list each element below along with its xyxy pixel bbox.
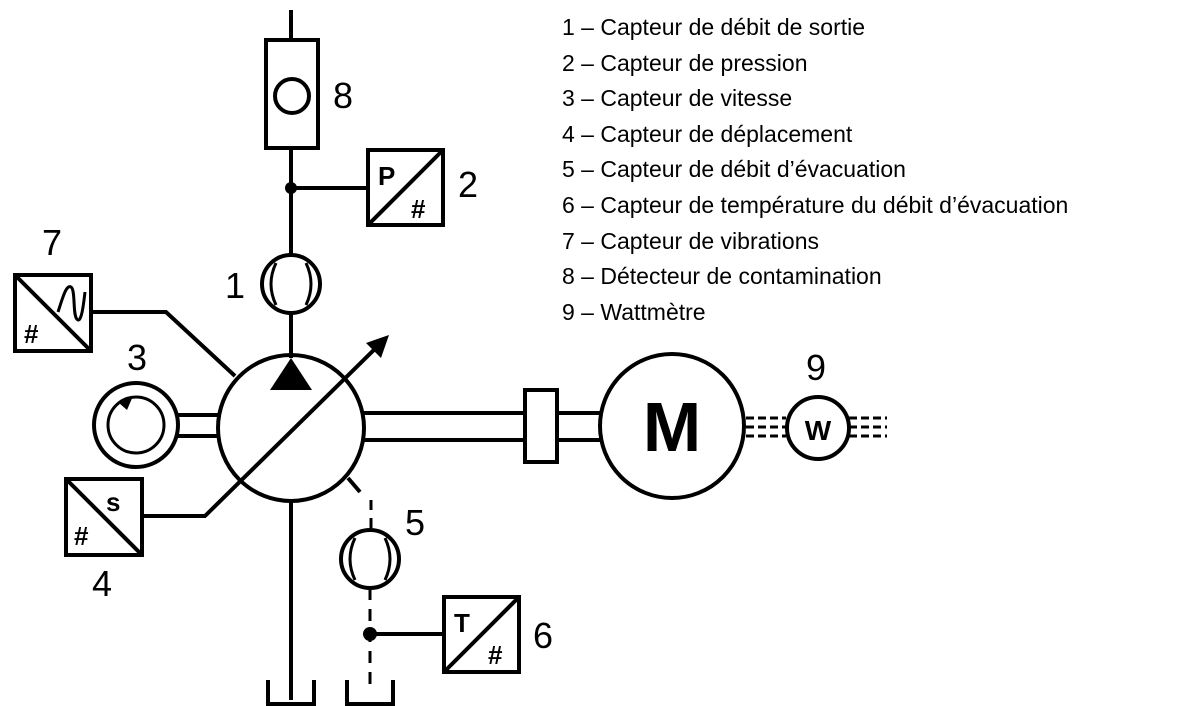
motor-symbol: M bbox=[643, 388, 701, 466]
label-2: 2 bbox=[458, 164, 478, 205]
variable-displacement-pump-icon bbox=[203, 335, 389, 518]
legend-item-2: 2 – Capteur de pression bbox=[562, 49, 808, 76]
drain-port bbox=[346, 476, 362, 494]
temperature-sensor: T # bbox=[442, 595, 521, 674]
label-1: 1 bbox=[225, 265, 245, 306]
legend-item-3: 3 – Capteur de vitesse bbox=[562, 85, 793, 112]
tank-icon bbox=[266, 680, 316, 706]
temperature-digital-symbol: # bbox=[488, 640, 503, 670]
displacement-sensor: s # bbox=[64, 477, 144, 557]
vibration-sensor-line bbox=[91, 310, 237, 378]
label-3: 3 bbox=[127, 337, 147, 378]
vibration-digital-symbol: # bbox=[24, 319, 39, 349]
legend-item-7: 7 – Capteur de vibrations bbox=[562, 227, 819, 254]
label-5: 5 bbox=[405, 502, 425, 543]
wattmeter-icon: W bbox=[785, 395, 851, 461]
label-8: 8 bbox=[333, 75, 353, 116]
power-cable-right bbox=[849, 416, 887, 438]
legend-item-9: 9 – Wattmètre bbox=[562, 298, 706, 325]
displacement-symbol: s bbox=[106, 487, 120, 517]
drain-flow-meter-icon bbox=[339, 528, 401, 590]
temperature-symbol: T bbox=[454, 608, 470, 638]
legend: 1 – Capteur de débit de sortie 2 – Capte… bbox=[562, 10, 1068, 330]
pressure-digital-symbol: # bbox=[411, 194, 426, 224]
contamination-detector-icon bbox=[264, 38, 320, 150]
label-9: 9 bbox=[806, 347, 826, 388]
drain-tank-icon bbox=[345, 680, 395, 706]
electric-motor-icon: M bbox=[598, 352, 746, 500]
pressure-sensor: P # bbox=[366, 148, 445, 227]
shaft-coupling bbox=[523, 388, 559, 464]
legend-item-8: 8 – Détecteur de contamination bbox=[562, 263, 882, 290]
sine-wave-icon bbox=[56, 285, 87, 322]
flow-meter-icon bbox=[260, 253, 322, 315]
legend-item-6: 6 – Capteur de température du débit d’év… bbox=[562, 191, 1069, 218]
wattmeter-symbol: W bbox=[805, 415, 832, 446]
legend-item-1: 1 – Capteur de débit de sortie bbox=[562, 14, 866, 40]
displacement-digital-symbol: # bbox=[74, 521, 89, 551]
label-4: 4 bbox=[92, 563, 112, 604]
legend-item-4: 4 – Capteur de déplacement bbox=[562, 120, 853, 147]
label-7: 7 bbox=[42, 222, 62, 263]
legend-item-5: 5 – Capteur de débit d’évacuation bbox=[562, 156, 906, 183]
rotation-speed-icon bbox=[92, 381, 180, 469]
vibration-sensor: # bbox=[13, 273, 93, 353]
label-6: 6 bbox=[533, 615, 553, 656]
power-cable-left bbox=[746, 416, 786, 438]
pressure-symbol: P bbox=[378, 161, 395, 191]
